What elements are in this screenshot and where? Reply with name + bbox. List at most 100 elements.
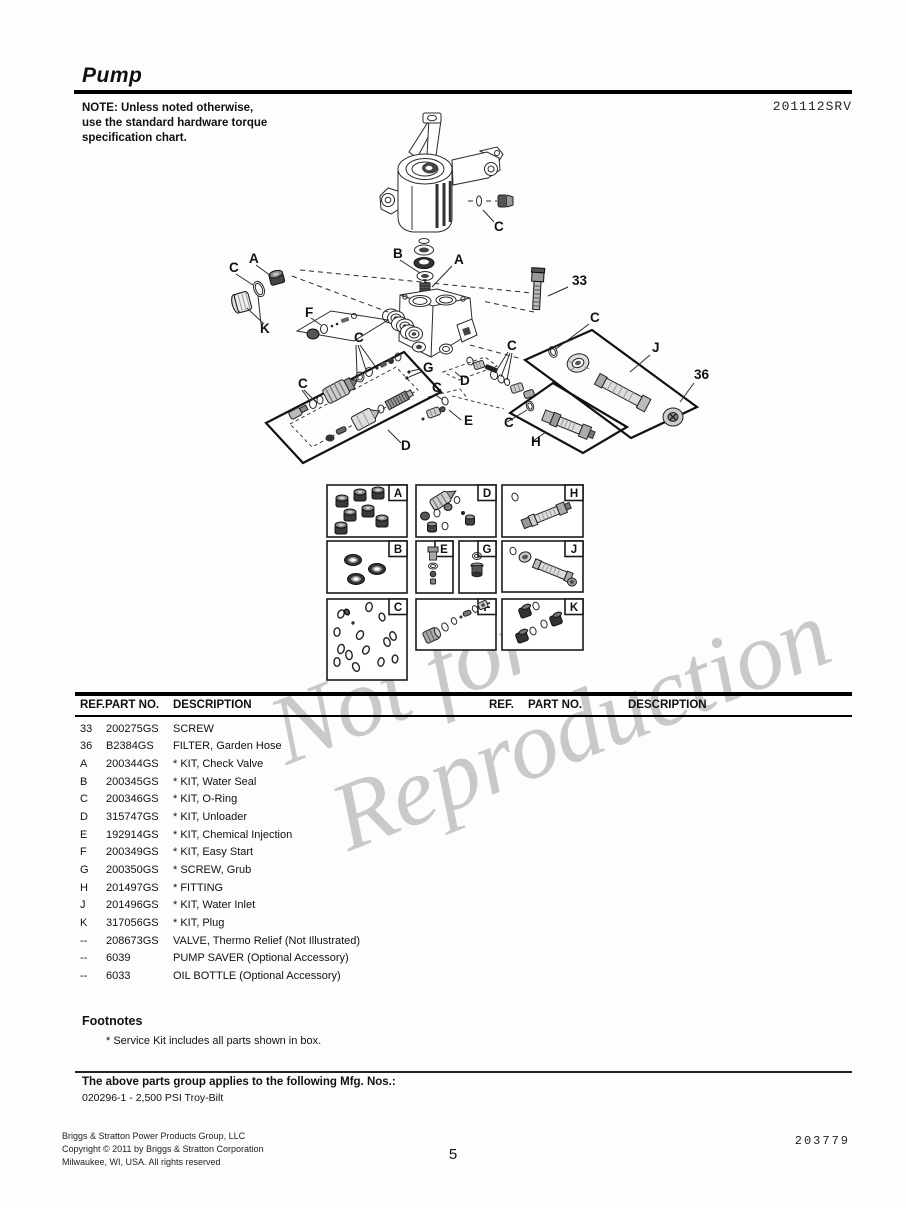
mfg-heading: The above parts group applies to the fol… <box>82 1076 396 1088</box>
kit-e-parts <box>427 546 439 585</box>
kit-j-parts <box>509 546 577 587</box>
description-cell: * KIT, Chemical Injection <box>173 828 293 841</box>
part-no-cell: 317056GS <box>106 917 159 930</box>
copyright-line: Milwaukee, WI, USA. All rights reserved <box>62 1157 221 1167</box>
diagram-callout-F: F <box>305 305 313 320</box>
description-cell: OIL BOTTLE (Optional Accessory) <box>173 970 341 983</box>
kit-box-label-square <box>564 540 584 558</box>
water-inlet-kit-group <box>522 328 700 440</box>
diagram-callout-B: B <box>393 246 403 261</box>
kit-box-label-square <box>477 540 497 558</box>
kit-box-label-square <box>388 540 408 558</box>
part-no-cell: 200275GS <box>106 722 159 735</box>
seal-stack <box>413 238 435 304</box>
diagram-callout-33: 33 <box>572 273 588 288</box>
kit-box-letter: C <box>394 602 402 614</box>
page-number: 5 <box>448 1146 458 1163</box>
ref-cell: C <box>80 793 88 806</box>
cylinder-bores <box>382 308 423 342</box>
kit-box-label-square <box>564 598 584 616</box>
mfg-number: 020296-1 - 2,500 PSI Troy-Bilt <box>82 1092 224 1104</box>
description-cell: * SCREW, Grub <box>173 864 252 876</box>
kit-box-H: H <box>501 484 584 538</box>
header-desc-right: DESCRIPTION <box>628 698 707 711</box>
description-cell: * KIT, Check Valve <box>173 757 264 770</box>
kit-g-parts <box>470 552 484 578</box>
part-no-cell: B2384GS <box>106 740 154 753</box>
diagram-callout-D: D <box>460 373 470 388</box>
diagram-callout-36: 36 <box>694 367 710 382</box>
chemical-injection-group <box>421 396 449 421</box>
kit-box-label-square <box>477 484 497 502</box>
part-no-cell: 200349GS <box>106 846 159 859</box>
ref-cell: -- <box>80 952 88 965</box>
note-line: NOTE: Unless noted otherwise, <box>82 102 254 114</box>
description-cell: * KIT, Water Inlet <box>173 899 256 912</box>
header-part-left: PART NO. <box>105 698 160 711</box>
description-cell: SCREW <box>173 722 214 735</box>
footnote-item: * Service Kit includes all parts shown i… <box>106 1035 322 1047</box>
table-top-rule <box>75 692 852 696</box>
header-part-right: PART NO. <box>528 698 583 711</box>
title-rule <box>74 90 852 94</box>
diagram-callout-C: C <box>298 376 308 391</box>
part-no-cell: 6033 <box>106 970 131 983</box>
service-kit-contents <box>333 486 577 672</box>
form-number: 203779 <box>794 1134 850 1148</box>
kit-d-parts <box>420 490 475 533</box>
mfg-rule <box>75 1071 852 1073</box>
ref-cell: D <box>80 810 88 823</box>
kit-box-K: K <box>501 598 584 651</box>
part-no-cell: 200346GS <box>106 793 159 806</box>
diagram-callout-G: G <box>423 360 434 375</box>
document-number: 201112SRV <box>772 99 852 114</box>
table-row: C 200346GS * KIT, O-Ring <box>75 791 852 809</box>
diagram-callout-C: C <box>432 380 442 395</box>
description-cell: VALVE, Thermo Relief (Not Illustrated) <box>173 934 361 947</box>
ref-cell: -- <box>80 934 88 947</box>
diagram-callout-C: C <box>507 338 517 353</box>
kit-c-parts <box>333 601 399 672</box>
ref-cell: A <box>80 757 88 770</box>
page-title: Pump <box>82 64 143 87</box>
callout-leader-lines <box>235 209 695 444</box>
copyright-line: Copyright © 2011 by Briggs & Stratton Co… <box>62 1144 264 1154</box>
kit-box-letter: G <box>483 544 492 556</box>
diagram-callout-J: J <box>652 340 660 355</box>
diagram-callout-K: K <box>260 321 270 336</box>
ref-cell: J <box>80 899 86 912</box>
part-no-cell: 201496GS <box>106 899 159 912</box>
ref-cell: F <box>80 846 87 859</box>
diagram-callout-C: C <box>229 260 239 275</box>
parts-table: REF. PART NO. DESCRIPTION REF. PART NO. … <box>75 692 852 986</box>
description-cell: FILTER, Garden Hose <box>173 740 282 753</box>
copyright-block: Briggs & Stratton Power Products Group, … <box>62 1130 264 1169</box>
part-no-cell: 6039 <box>106 952 131 965</box>
ref-cell: K <box>80 917 88 930</box>
ref-cell: 33 <box>80 722 93 735</box>
part-no-cell: 201497GS <box>106 881 159 894</box>
diagram-callout-C: C <box>354 330 364 345</box>
header-ref-left: REF. <box>80 698 105 711</box>
ref-cell: B <box>80 775 88 788</box>
description-cell: * KIT, O-Ring <box>173 793 238 806</box>
ref-cell: G <box>80 864 89 876</box>
unloader-kit-group <box>264 350 443 465</box>
footnotes-heading: Footnotes <box>82 1014 143 1028</box>
kit-h-parts <box>511 492 572 530</box>
note-line: specification chart. <box>82 132 187 144</box>
kit-k-parts <box>515 601 563 644</box>
diagram-callout-A: A <box>454 252 464 267</box>
copyright-line: Briggs & Stratton Power Products Group, … <box>62 1131 246 1141</box>
